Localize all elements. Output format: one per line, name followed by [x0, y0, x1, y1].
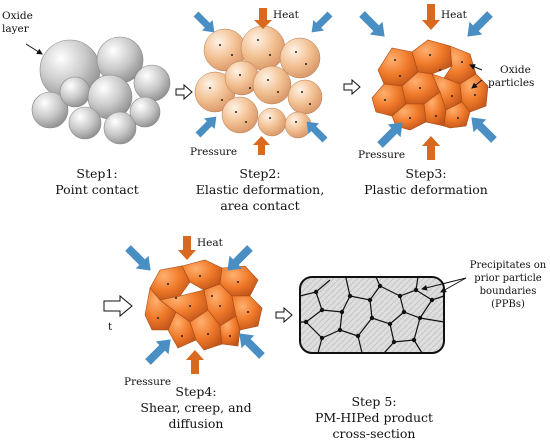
step5-cross-section	[299, 276, 445, 354]
step1-desc: Point contact	[55, 182, 139, 197]
particle	[287, 79, 323, 115]
oxide-particles-label: Oxide	[500, 64, 531, 76]
step2-title: Step2:	[239, 166, 280, 181]
heat-arrow-icon	[178, 236, 196, 260]
pressure-arrow-icon	[227, 245, 253, 271]
process-arrow-icon	[275, 306, 293, 324]
step2-desc: area contact	[220, 198, 299, 213]
pressure-arrow-icon	[125, 245, 151, 271]
time-arrow-icon	[103, 294, 133, 318]
step4-oxide-dots	[157, 275, 249, 337]
particle	[411, 39, 453, 75]
particle	[221, 96, 259, 134]
heat-arrow-icon	[254, 8, 272, 29]
particle	[257, 107, 287, 137]
oxide-particles-label: particles	[488, 77, 534, 89]
pressure-arrow-icon	[239, 333, 265, 359]
particle	[68, 106, 102, 140]
particle	[279, 37, 321, 79]
step5-desc: PM-HIPed product	[315, 410, 433, 425]
pressure-arrow-icon	[193, 11, 215, 33]
oxide-layer-label: layer	[2, 23, 30, 35]
oxide-layer-pointer	[25, 43, 43, 55]
pressure-arrow-icon	[145, 339, 171, 365]
ppb-label: boundaries	[480, 286, 537, 297]
step3-particles	[371, 39, 489, 131]
ppb-pointer	[421, 277, 467, 291]
pressure-label: Pressure	[190, 146, 237, 158]
particle	[103, 111, 137, 145]
step4-desc: diffusion	[169, 416, 224, 431]
pressure-label: Pressure	[124, 376, 171, 388]
heat-arrow-icon	[253, 136, 270, 155]
step5-title: Step 5:	[351, 394, 396, 409]
step4-particles	[144, 259, 263, 351]
particle	[129, 96, 161, 128]
step1-particles	[31, 36, 171, 145]
oxide-particles-pointer	[469, 64, 483, 71]
particle	[219, 315, 241, 347]
heat-arrow-icon	[422, 136, 440, 160]
ppb-label: prior particle	[474, 273, 542, 284]
particle	[443, 101, 471, 129]
ppb-label: Precipitates on	[470, 260, 547, 271]
process-arrow-icon	[175, 83, 193, 101]
step3-oxide-dots	[384, 54, 476, 119]
pressure-arrow-icon	[377, 122, 403, 148]
ppb-pointer	[440, 277, 467, 293]
particle	[59, 76, 91, 108]
pressure-arrow-icon	[195, 116, 217, 138]
pressure-arrow-icon	[467, 11, 493, 37]
step4-title: Step4:	[175, 384, 216, 399]
step2-particles	[194, 25, 323, 139]
pressure-arrow-icon	[359, 11, 385, 37]
step4-desc: Shear, creep, and	[140, 400, 251, 415]
particle	[133, 64, 171, 102]
pressure-arrow-icon	[306, 121, 328, 143]
step5-desc: cross-section	[333, 426, 416, 441]
heat-label: Heat	[197, 237, 224, 249]
heat-label: Heat	[441, 9, 468, 21]
pressure-arrow-icon	[311, 11, 333, 33]
oxide-particles-pointer	[471, 79, 483, 89]
step3-desc: Plastic deformation	[364, 182, 488, 197]
step2-oxide-dots	[209, 39, 311, 123]
particle	[31, 91, 69, 129]
ppb-precipitates	[303, 283, 435, 345]
particle	[252, 65, 292, 105]
heat-arrow-icon	[422, 4, 440, 30]
step3-title: Step3:	[405, 166, 446, 181]
step2-desc: Elastic deformation,	[196, 182, 324, 197]
heat-arrow-icon	[186, 350, 204, 374]
time-label: t	[108, 321, 113, 333]
oxide-layer-label: Oxide	[2, 10, 33, 22]
pressure-arrow-icon	[471, 117, 497, 143]
step1-title: Step1:	[76, 166, 117, 181]
heat-label: Heat	[273, 9, 300, 21]
ppb-label: (PPBs)	[491, 299, 525, 310]
pressure-label: Pressure	[358, 149, 405, 161]
process-arrow-icon	[343, 78, 361, 96]
